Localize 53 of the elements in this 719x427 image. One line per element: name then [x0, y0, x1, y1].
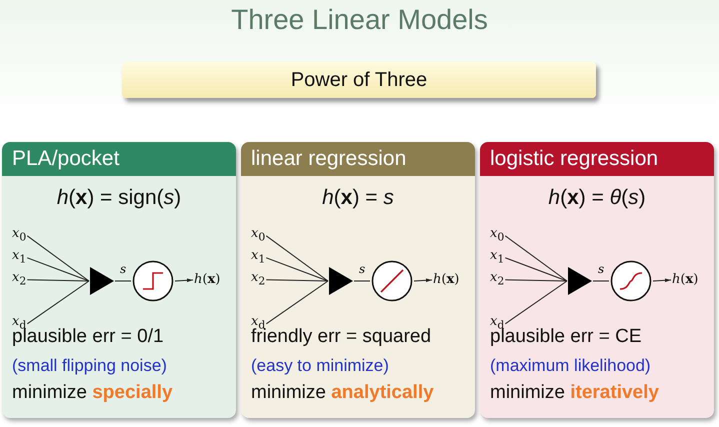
connector-line [504, 279, 568, 282]
formula: h(x) = s [321, 186, 395, 210]
input-label: x$_{1}$ [490, 248, 504, 268]
connector-line [266, 257, 328, 282]
connector-line [504, 235, 568, 282]
connector-line [592, 280, 610, 282]
model-panel [480, 142, 714, 418]
input-label: x$_{2}$ [12, 270, 26, 290]
connector-line [414, 278, 432, 282]
connector-line [266, 235, 328, 282]
description: (small flipping noise) [12, 356, 168, 376]
input-label: x$_{1}$ [12, 248, 26, 268]
banner: Power of Three [122, 62, 596, 98]
activation-circle [132, 260, 174, 302]
activation-circle [371, 260, 413, 302]
input-label: x$_{0}$ [12, 226, 26, 246]
description: minimize analytically [251, 382, 435, 404]
description: (maximum likelihood) [490, 356, 652, 376]
activation-circle [610, 260, 652, 302]
connector-line [26, 280, 90, 324]
input-label: x$_{0}$ [251, 226, 266, 246]
input-label: x$_{0}$ [490, 226, 504, 246]
output-label: h(x) [672, 272, 698, 288]
panel-header: PLA/pocket [2, 142, 236, 176]
connector-line [26, 257, 90, 282]
description: minimize iteratively [490, 382, 660, 404]
input-label: x$_{2}$ [251, 270, 266, 290]
connector-line [504, 280, 568, 324]
output-label: h(x) [194, 272, 220, 288]
formula: h(x) = sign(s) [56, 186, 182, 210]
model-panel [2, 142, 236, 418]
connector-line [504, 257, 568, 282]
summation-triangle [568, 267, 592, 295]
panel-header: logistic regression [480, 142, 714, 176]
input-label: x$_{1}$ [251, 248, 266, 268]
summation-triangle [90, 267, 114, 295]
connector-line [354, 280, 370, 282]
connector-line [174, 278, 194, 282]
input-label: x$_{2}$ [490, 270, 504, 290]
formula: h(x) = θ(s) [547, 186, 647, 210]
output-label: h(x) [433, 272, 460, 288]
connector-line [652, 278, 672, 282]
panel-header: linear regression [241, 142, 475, 176]
summation-triangle [329, 267, 353, 295]
connector-line [114, 280, 132, 282]
connector-line [266, 279, 328, 282]
description: (easy to minimize) [251, 356, 390, 376]
connector-line [26, 235, 90, 282]
connector-line [266, 280, 328, 324]
connector-line [26, 279, 90, 282]
slide-title: Three Linear Models [230, 4, 489, 36]
description: minimize specially [12, 382, 174, 404]
model-panel [241, 142, 475, 418]
